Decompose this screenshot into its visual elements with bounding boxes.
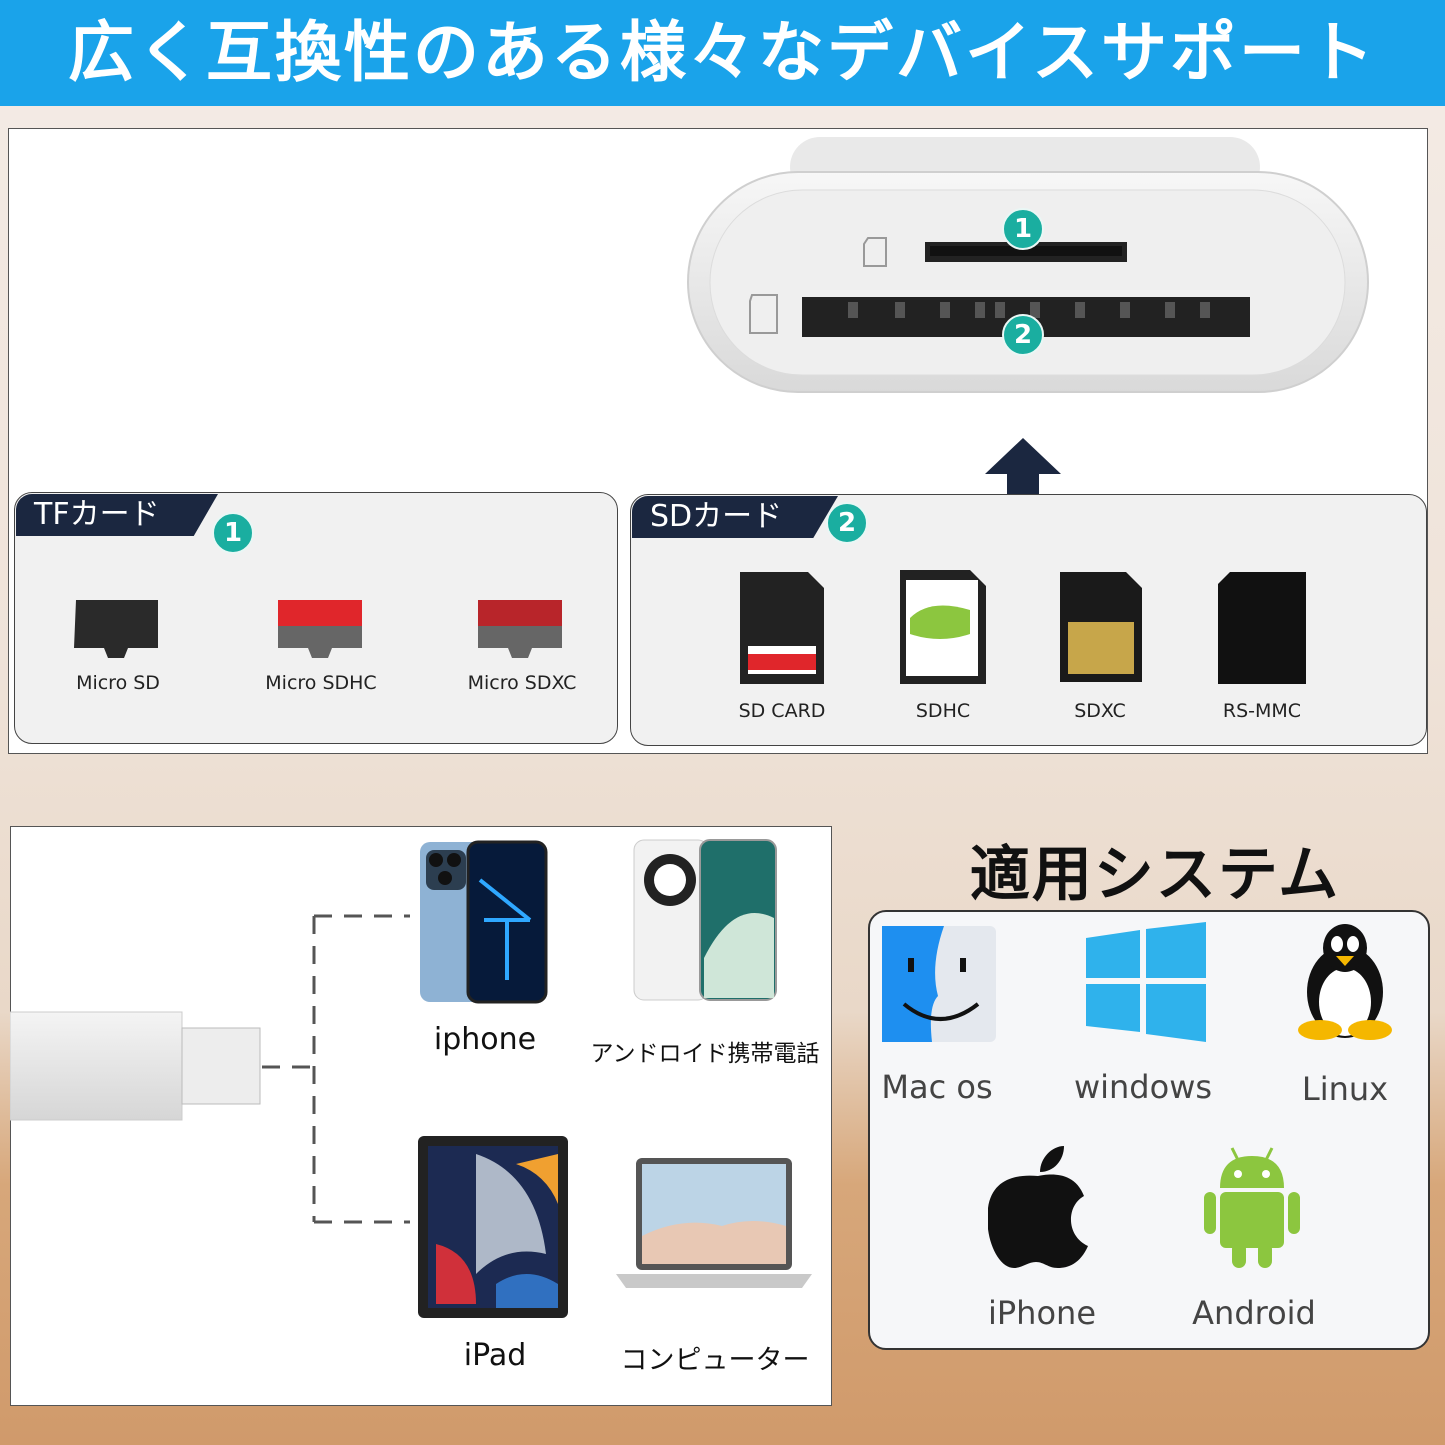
os-section-title: 適用システム — [969, 840, 1341, 910]
micro-sd-card-icon — [74, 600, 158, 658]
device-label-android-phone: アンドロイド携帯電話 — [590, 1041, 820, 1067]
android-phone-icon — [633, 839, 777, 1001]
ipad-icon — [418, 1136, 568, 1318]
card-reader-illustration — [687, 137, 1369, 393]
rs-mmc-card-icon — [1218, 572, 1306, 684]
slot-1-badge: 1 — [1002, 208, 1044, 250]
windows-icon — [1086, 922, 1206, 1042]
sd-card-tag: SDカード — [632, 496, 838, 538]
card-label: Micro SD — [76, 672, 160, 694]
card-label: Micro SDXC — [467, 672, 577, 694]
tux-icon — [1298, 924, 1392, 1040]
sd-card-icon — [740, 572, 824, 684]
micro-sdhc-card-icon — [278, 600, 362, 658]
finder-icon — [882, 926, 996, 1042]
card-label: RS-MMC — [1222, 700, 1302, 722]
card-label: SDXC — [1074, 700, 1126, 722]
laptop-icon — [616, 1158, 812, 1288]
tf-card-tag: TFカード — [16, 494, 218, 536]
os-label-mac: Mac os — [881, 1068, 993, 1106]
device-label-ipad: iPad — [463, 1338, 527, 1373]
tf-badge: 1 — [212, 512, 254, 554]
os-label-linux: Linux — [1301, 1070, 1389, 1108]
card-label: SD CARD — [738, 700, 826, 722]
device-label-computer: コンピューター — [620, 1345, 810, 1376]
card-label: SDHC — [915, 700, 971, 722]
card-label: Micro SDHC — [265, 672, 377, 694]
os-label-windows: windows — [1073, 1068, 1213, 1106]
micro-sdxc-card-icon — [478, 600, 562, 658]
os-label-android: Android — [1192, 1294, 1316, 1332]
android-robot-icon — [1204, 1147, 1300, 1268]
iphone-icon — [420, 840, 548, 1004]
page-title: 広く互換性のある様々なデバイスサポート — [67, 14, 1378, 91]
sdhc-card-icon — [900, 570, 986, 684]
up-arrow-icon — [985, 438, 1061, 510]
sdxc-card-icon — [1060, 572, 1142, 682]
os-label-iphone: iPhone — [987, 1294, 1096, 1332]
sd-badge: 2 — [826, 502, 868, 544]
device-label-iphone: iphone — [433, 1022, 537, 1057]
header-banner — [0, 0, 1445, 106]
apple-icon — [988, 1146, 1088, 1268]
slot-2-badge: 2 — [1002, 314, 1044, 356]
connector-diagram — [10, 914, 410, 1224]
